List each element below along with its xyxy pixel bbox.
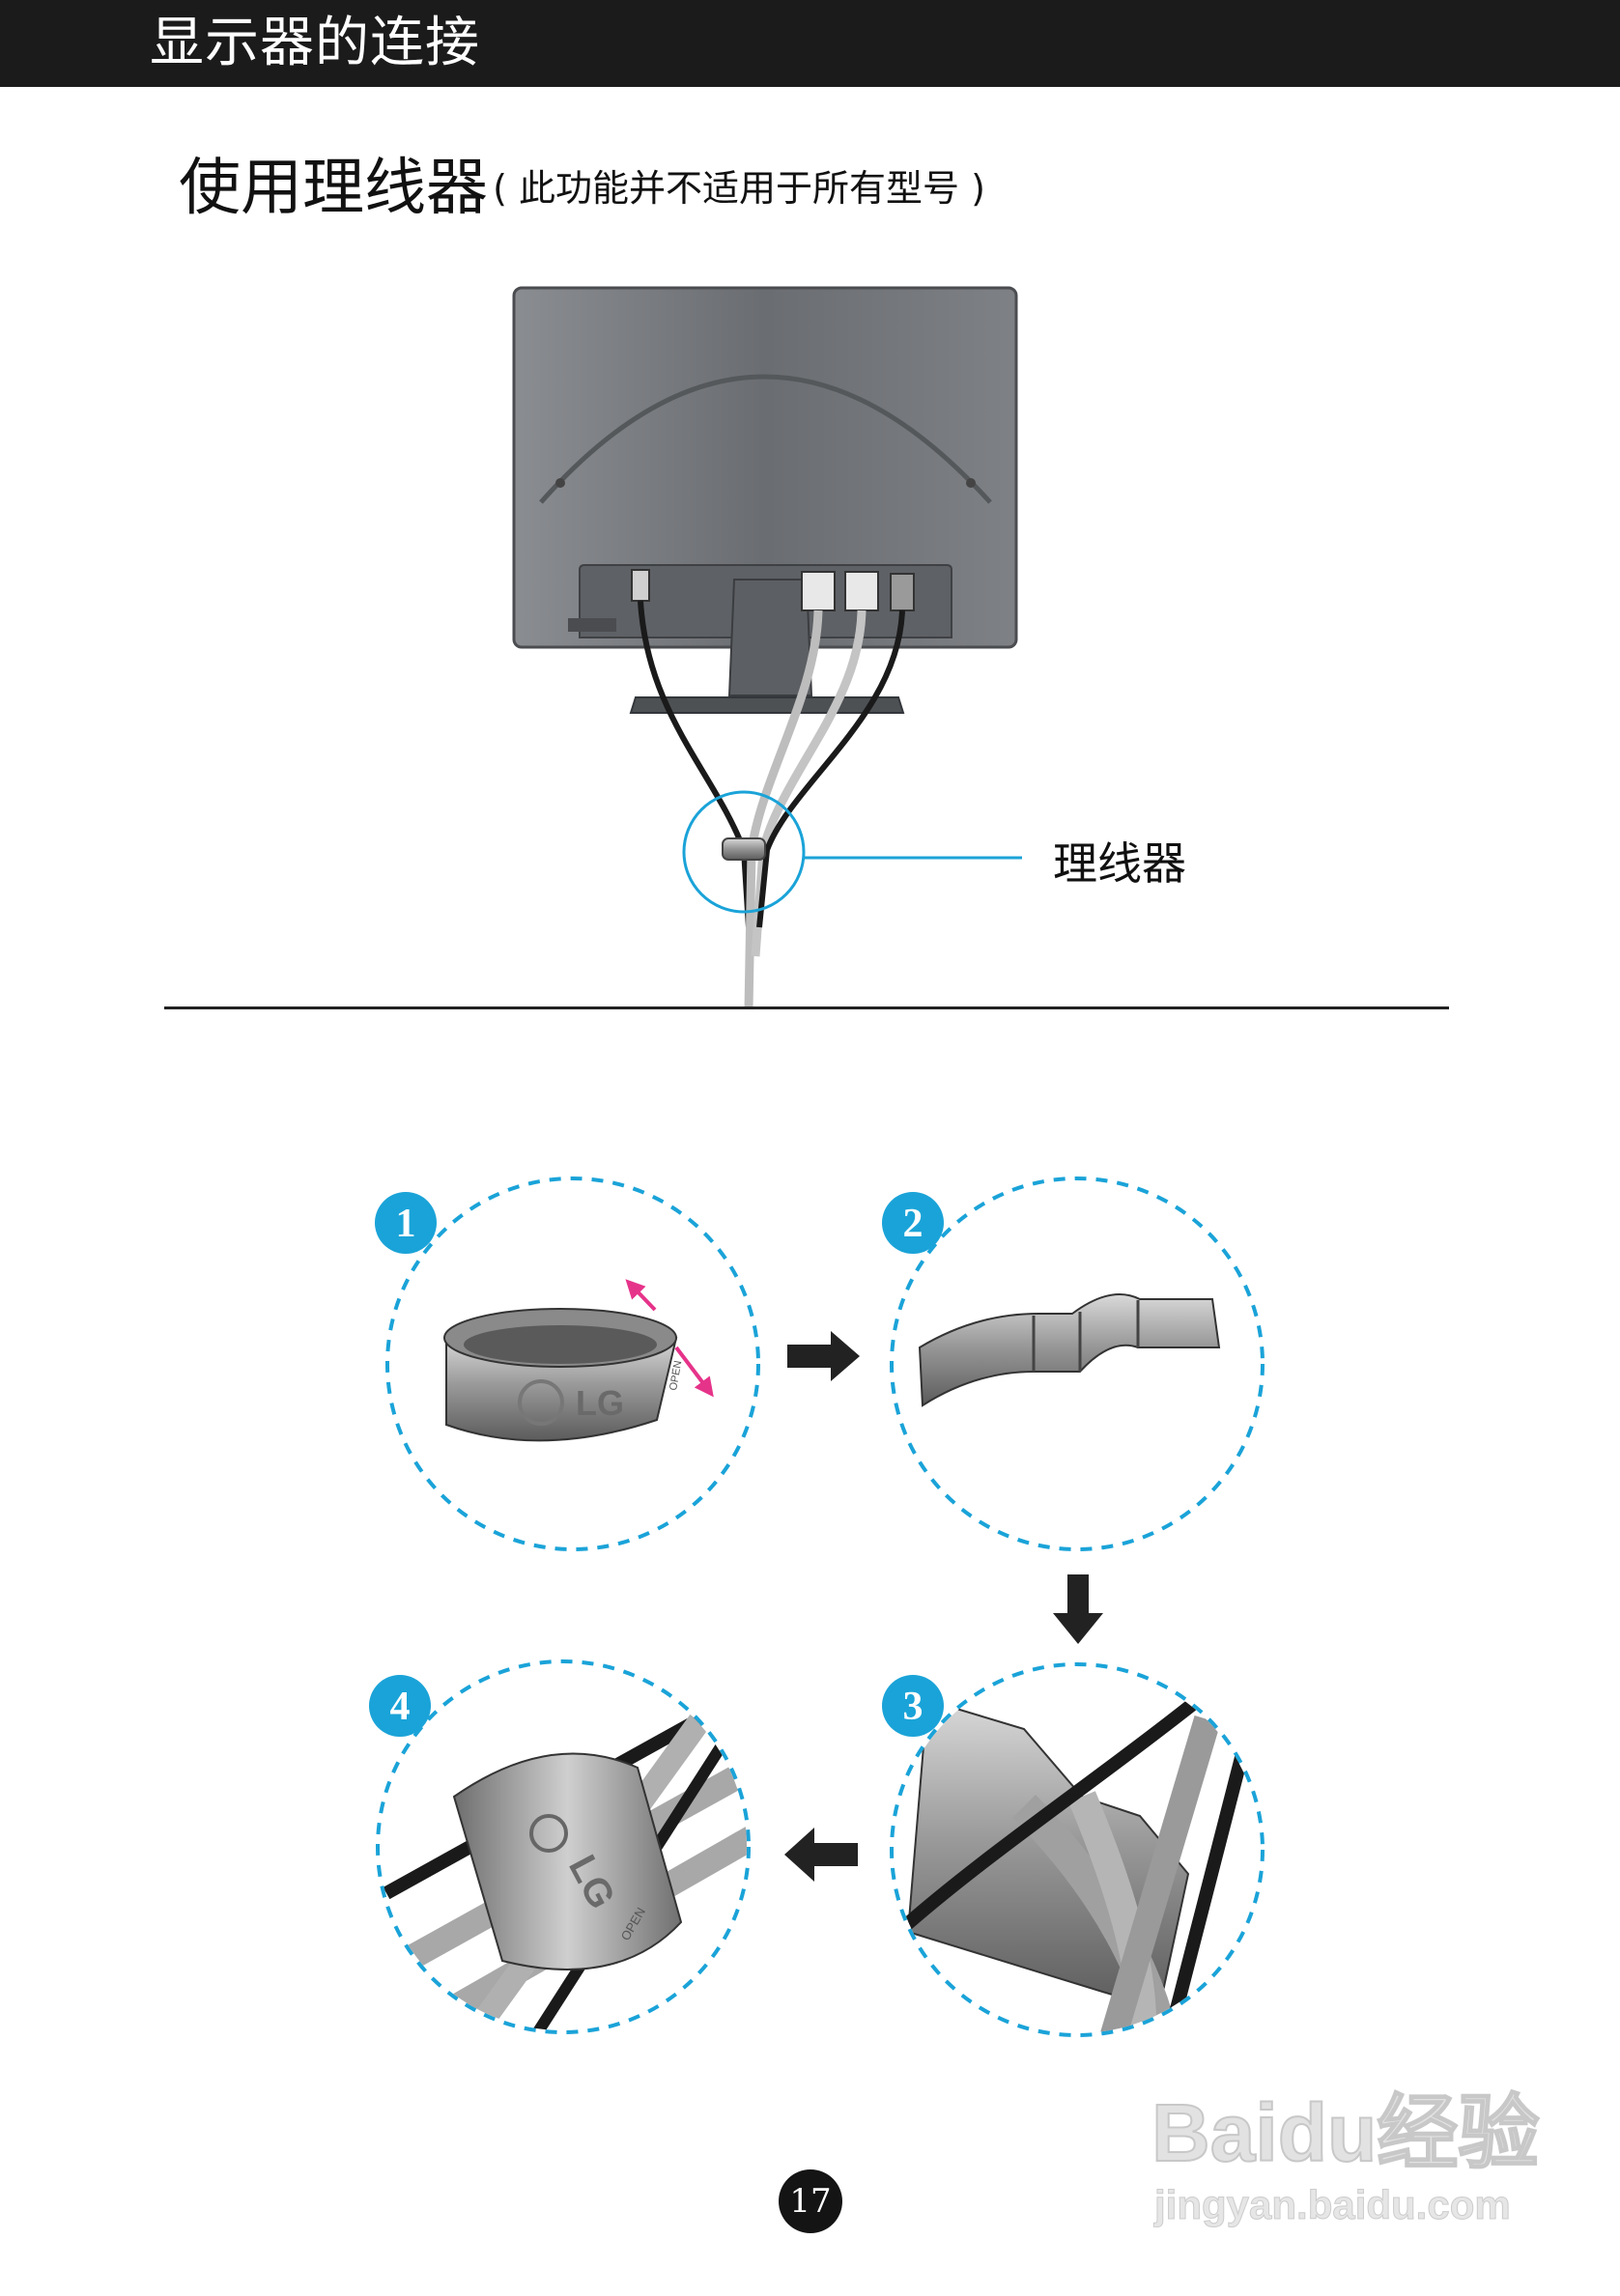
step-1-panel [387,1178,758,1549]
monitor-rear-illustration [514,288,1022,1009]
svg-text:4: 4 [390,1685,411,1729]
divider [164,1006,1449,1009]
svg-text:2: 2 [903,1202,924,1246]
step-badge-1: 1 [375,1192,437,1254]
arrow-left [784,1828,858,1882]
watermark-url: jingyan.baidu.com [1154,2179,1511,2231]
arrow-down [1053,1574,1103,1644]
step-3-panel [892,1664,1263,2077]
watermark-brand: Baidu经验 [1151,2084,1539,2181]
page-number: 17 [779,2169,842,2233]
step-badge-4: 4 [369,1675,431,1737]
step-badge-2: 2 [882,1192,944,1254]
step-2-panel [892,1178,1263,1549]
step-badge-3: 3 [882,1675,944,1737]
arrow-right [787,1331,860,1381]
callout-label: 理线器 [1053,833,1186,894]
svg-text:1: 1 [396,1202,416,1246]
svg-text:3: 3 [903,1685,924,1729]
lg-logo-step1: LG [576,1383,624,1423]
